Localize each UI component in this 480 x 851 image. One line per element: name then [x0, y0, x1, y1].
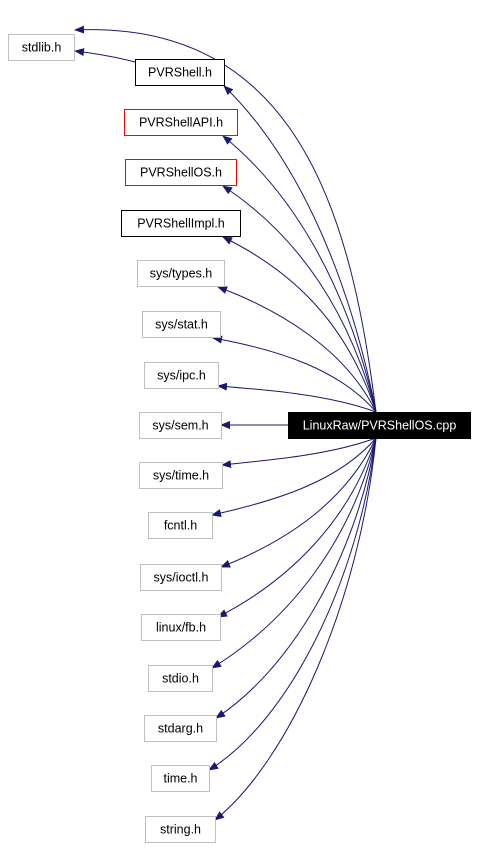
node-pvrshellos[interactable]: PVRShellOS.h: [125, 159, 237, 186]
node-time[interactable]: time.h: [151, 765, 210, 792]
fcntl-node-box: [148, 512, 213, 539]
edge-pvrshell-to-stdlib: [74, 48, 136, 63]
node-syssem[interactable]: sys/sem.h: [139, 412, 222, 439]
node-stdio[interactable]: stdio.h: [148, 665, 213, 692]
syssem-node-box: [139, 412, 222, 439]
pvrshellimpl-node-box: [121, 210, 241, 237]
node-systime[interactable]: sys/time.h: [139, 462, 223, 489]
pvrshellos-node-box: [125, 159, 237, 186]
node-pvrshellimpl[interactable]: PVRShellImpl.h: [121, 210, 241, 237]
systime-node-label: sys/time.h: [153, 469, 209, 483]
root-node-box: [288, 412, 471, 439]
pvrshellos-node-label: PVRShellOS.h: [140, 166, 222, 180]
edge-root-to-sysipc: [217, 382, 377, 413]
node-sysipc[interactable]: sys/ipc.h: [144, 362, 219, 389]
sysioctl-node-box: [140, 564, 222, 591]
node-string[interactable]: string.h: [145, 816, 216, 843]
time-node-label: time.h: [163, 772, 197, 786]
root-node[interactable]: LinuxRaw/PVRShellOS.cpp: [288, 412, 471, 439]
sysstat-node-box: [142, 311, 221, 338]
edges-layer: [74, 25, 377, 821]
edge-root-to-stdio: [211, 437, 377, 669]
node-fcntl[interactable]: fcntl.h: [148, 512, 213, 539]
node-pvrshell[interactable]: PVRShell.h: [135, 59, 225, 86]
node-systypes[interactable]: sys/types.h: [137, 260, 225, 287]
edge-root-to-time: [208, 437, 377, 771]
stdarg-node-label: stdarg.h: [158, 722, 203, 736]
linuxfb-node-box: [141, 614, 221, 641]
string-node-box: [145, 816, 216, 843]
edge-root-to-sysstat: [212, 335, 377, 413]
systypes-node-box: [137, 260, 225, 287]
syssem-node-label: sys/sem.h: [152, 419, 208, 433]
nodes-layer: stdlib.hPVRShell.hPVRShellAPI.hPVRShellO…: [8, 34, 471, 843]
edge-root-to-stdarg: [215, 437, 377, 719]
sysioctl-node-label: sys/ioctl.h: [154, 571, 209, 585]
edge-root-to-string: [214, 437, 377, 821]
pvrshellimpl-node-label: PVRShellImpl.h: [137, 217, 225, 231]
stdio-node-box: [148, 665, 213, 692]
node-pvrshellapi[interactable]: PVRShellAPI.h: [124, 109, 238, 136]
node-sysioctl[interactable]: sys/ioctl.h: [140, 564, 222, 591]
pvrshellapi-node-label: PVRShellAPI.h: [139, 116, 223, 130]
pvrshell-node-label: PVRShell.h: [148, 66, 212, 80]
edge-root-to-linuxfb: [217, 437, 377, 618]
sysstat-node-label: sys/stat.h: [155, 318, 208, 332]
fcntl-node-label: fcntl.h: [164, 519, 197, 533]
edge-root-to-pvrshellimpl: [222, 236, 377, 413]
node-linuxfb[interactable]: linux/fb.h: [141, 614, 221, 641]
linuxfb-node-label: linux/fb.h: [156, 621, 206, 635]
root-node-label: LinuxRaw/PVRShellOS.cpp: [303, 419, 457, 433]
stdio-node-label: stdio.h: [162, 672, 199, 686]
time-node-box: [151, 765, 210, 792]
systypes-node-label: sys/types.h: [150, 267, 213, 281]
edge-root-to-fcntl: [211, 437, 377, 517]
edge-root-to-pvrshellapi: [222, 135, 377, 413]
pvrshell-node-box: [135, 59, 225, 86]
edge-root-to-sysioctl: [220, 437, 377, 568]
stdlib-node-label: stdlib.h: [22, 41, 62, 55]
node-stdlib[interactable]: stdlib.h: [8, 34, 75, 61]
edge-root-to-pvrshellos: [222, 185, 377, 413]
edge-root-to-systime: [221, 437, 377, 469]
stdlib-node-box: [8, 34, 75, 61]
edge-root-to-systypes: [217, 286, 377, 413]
stdarg-node-box: [144, 715, 217, 742]
edge-root-to-pvrshell: [223, 85, 377, 413]
edge-root-to-stdlib: [74, 25, 377, 413]
string-node-label: string.h: [160, 823, 201, 837]
node-stdarg[interactable]: stdarg.h: [144, 715, 217, 742]
systime-node-box: [139, 462, 223, 489]
pvrshellapi-node-box: [124, 109, 238, 136]
sysipc-node-box: [144, 362, 219, 389]
node-sysstat[interactable]: sys/stat.h: [142, 311, 221, 338]
sysipc-node-label: sys/ipc.h: [157, 369, 206, 383]
